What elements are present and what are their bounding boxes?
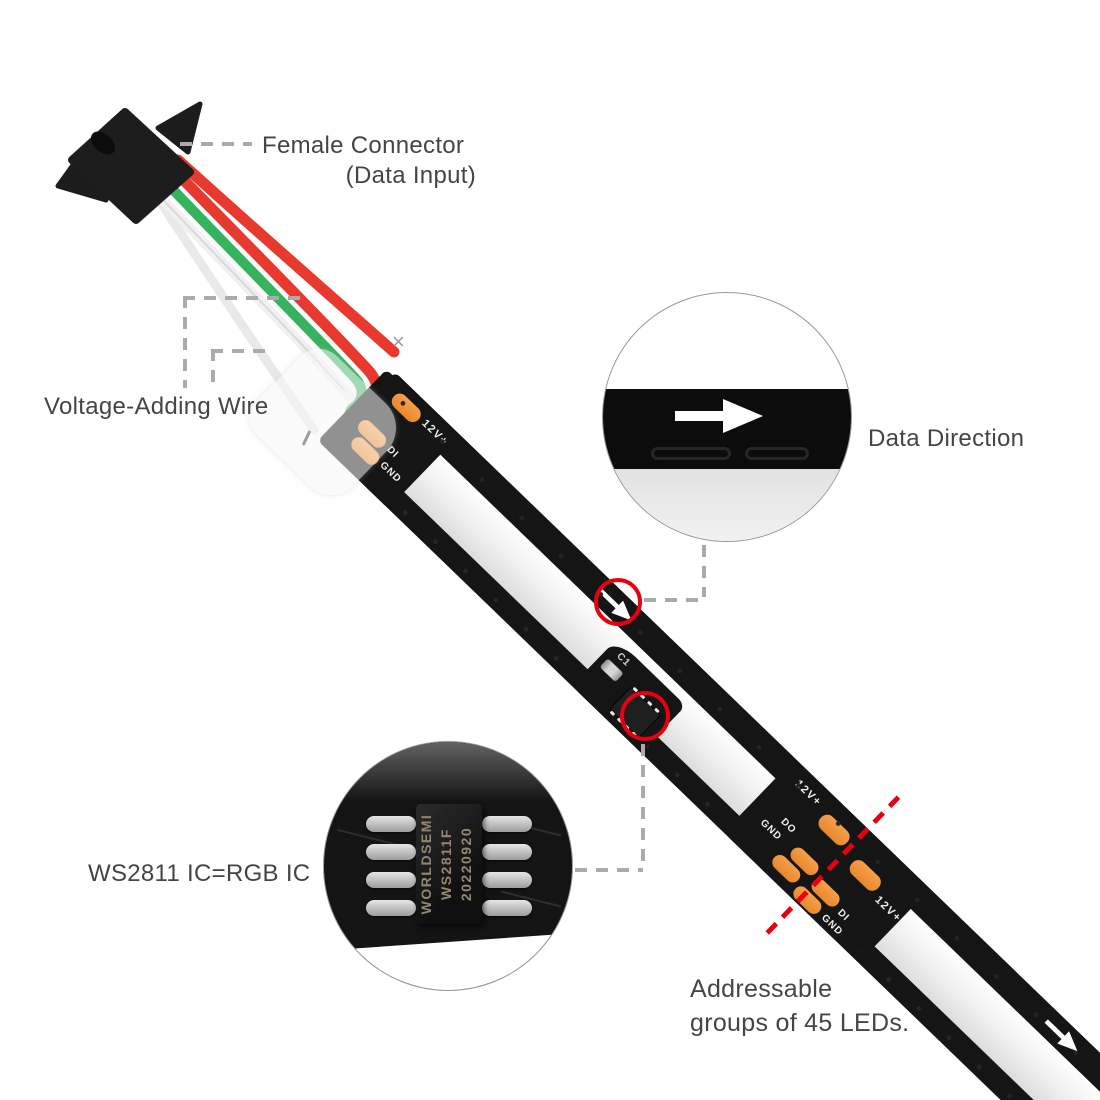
addressable-groups-label: Addressable groups of 45 LEDs. <box>690 972 909 1040</box>
ws2811-connector-h <box>575 868 643 872</box>
voltage-adding-wire-label: Voltage-Adding Wire <box>44 393 269 420</box>
female-connector-callout: Female Connector (Data Input) <box>262 131 476 191</box>
ic-highlight-ring <box>620 691 670 741</box>
ic-pin <box>366 900 416 916</box>
data-direction-inset <box>602 292 852 542</box>
ws2811-connector-v <box>641 744 645 870</box>
voltage-wire-callout-line2-v <box>211 349 215 389</box>
cut-wire-mark: × <box>392 329 405 354</box>
ic-pin <box>366 816 416 832</box>
inset-pcb-sheen <box>324 742 572 812</box>
ws2811-ic-label: WS2811 IC=RGB IC <box>88 860 311 887</box>
voltage-adding-red-wire <box>172 154 400 358</box>
voltage-wire-callout-line2-h <box>211 349 273 353</box>
chip-date-code: 20220920 <box>458 826 474 902</box>
chip-part: WS2811F <box>438 828 454 900</box>
voltage-wire-callout-line1-v <box>183 296 187 388</box>
female-connector <box>55 101 203 224</box>
inset-notch-2 <box>745 447 809 460</box>
data-direction-connector-v <box>702 545 706 597</box>
female-connector-label-line2: (Data Input) <box>345 162 476 189</box>
ic-pin <box>366 844 416 860</box>
connector-top-clip <box>155 101 203 155</box>
ic-pin <box>482 872 532 888</box>
addressable-line1: Addressable <box>690 975 833 1003</box>
data-direction-arrow-icon <box>675 399 763 433</box>
arrow-highlight-ring <box>594 578 642 626</box>
ws2811-chip-marking: WORLDSEMI WS2811F 20220920 <box>416 776 482 952</box>
ic-pin <box>482 816 532 832</box>
chip-brand: WORLDSEMI <box>418 813 434 915</box>
data-direction-connector-h <box>644 598 704 602</box>
ws2811-chip-body <box>416 804 482 924</box>
voltage-wire-callout-line1-h <box>183 296 301 300</box>
ws2811-chip-inset: WORLDSEMI WS2811F 20220920 <box>323 741 573 991</box>
connector-latch <box>90 131 116 155</box>
ic-pin <box>366 872 416 888</box>
inset-diffuser <box>603 469 851 541</box>
addressable-line2: groups of 45 LEDs. <box>690 1009 910 1037</box>
female-connector-callout-line <box>180 142 252 146</box>
data-direction-label: Data Direction <box>868 425 1025 452</box>
ic-pin <box>482 844 532 860</box>
ic-pin <box>482 900 532 916</box>
female-connector-label-line1: Female Connector <box>262 132 465 159</box>
inset-notch <box>651 447 731 460</box>
